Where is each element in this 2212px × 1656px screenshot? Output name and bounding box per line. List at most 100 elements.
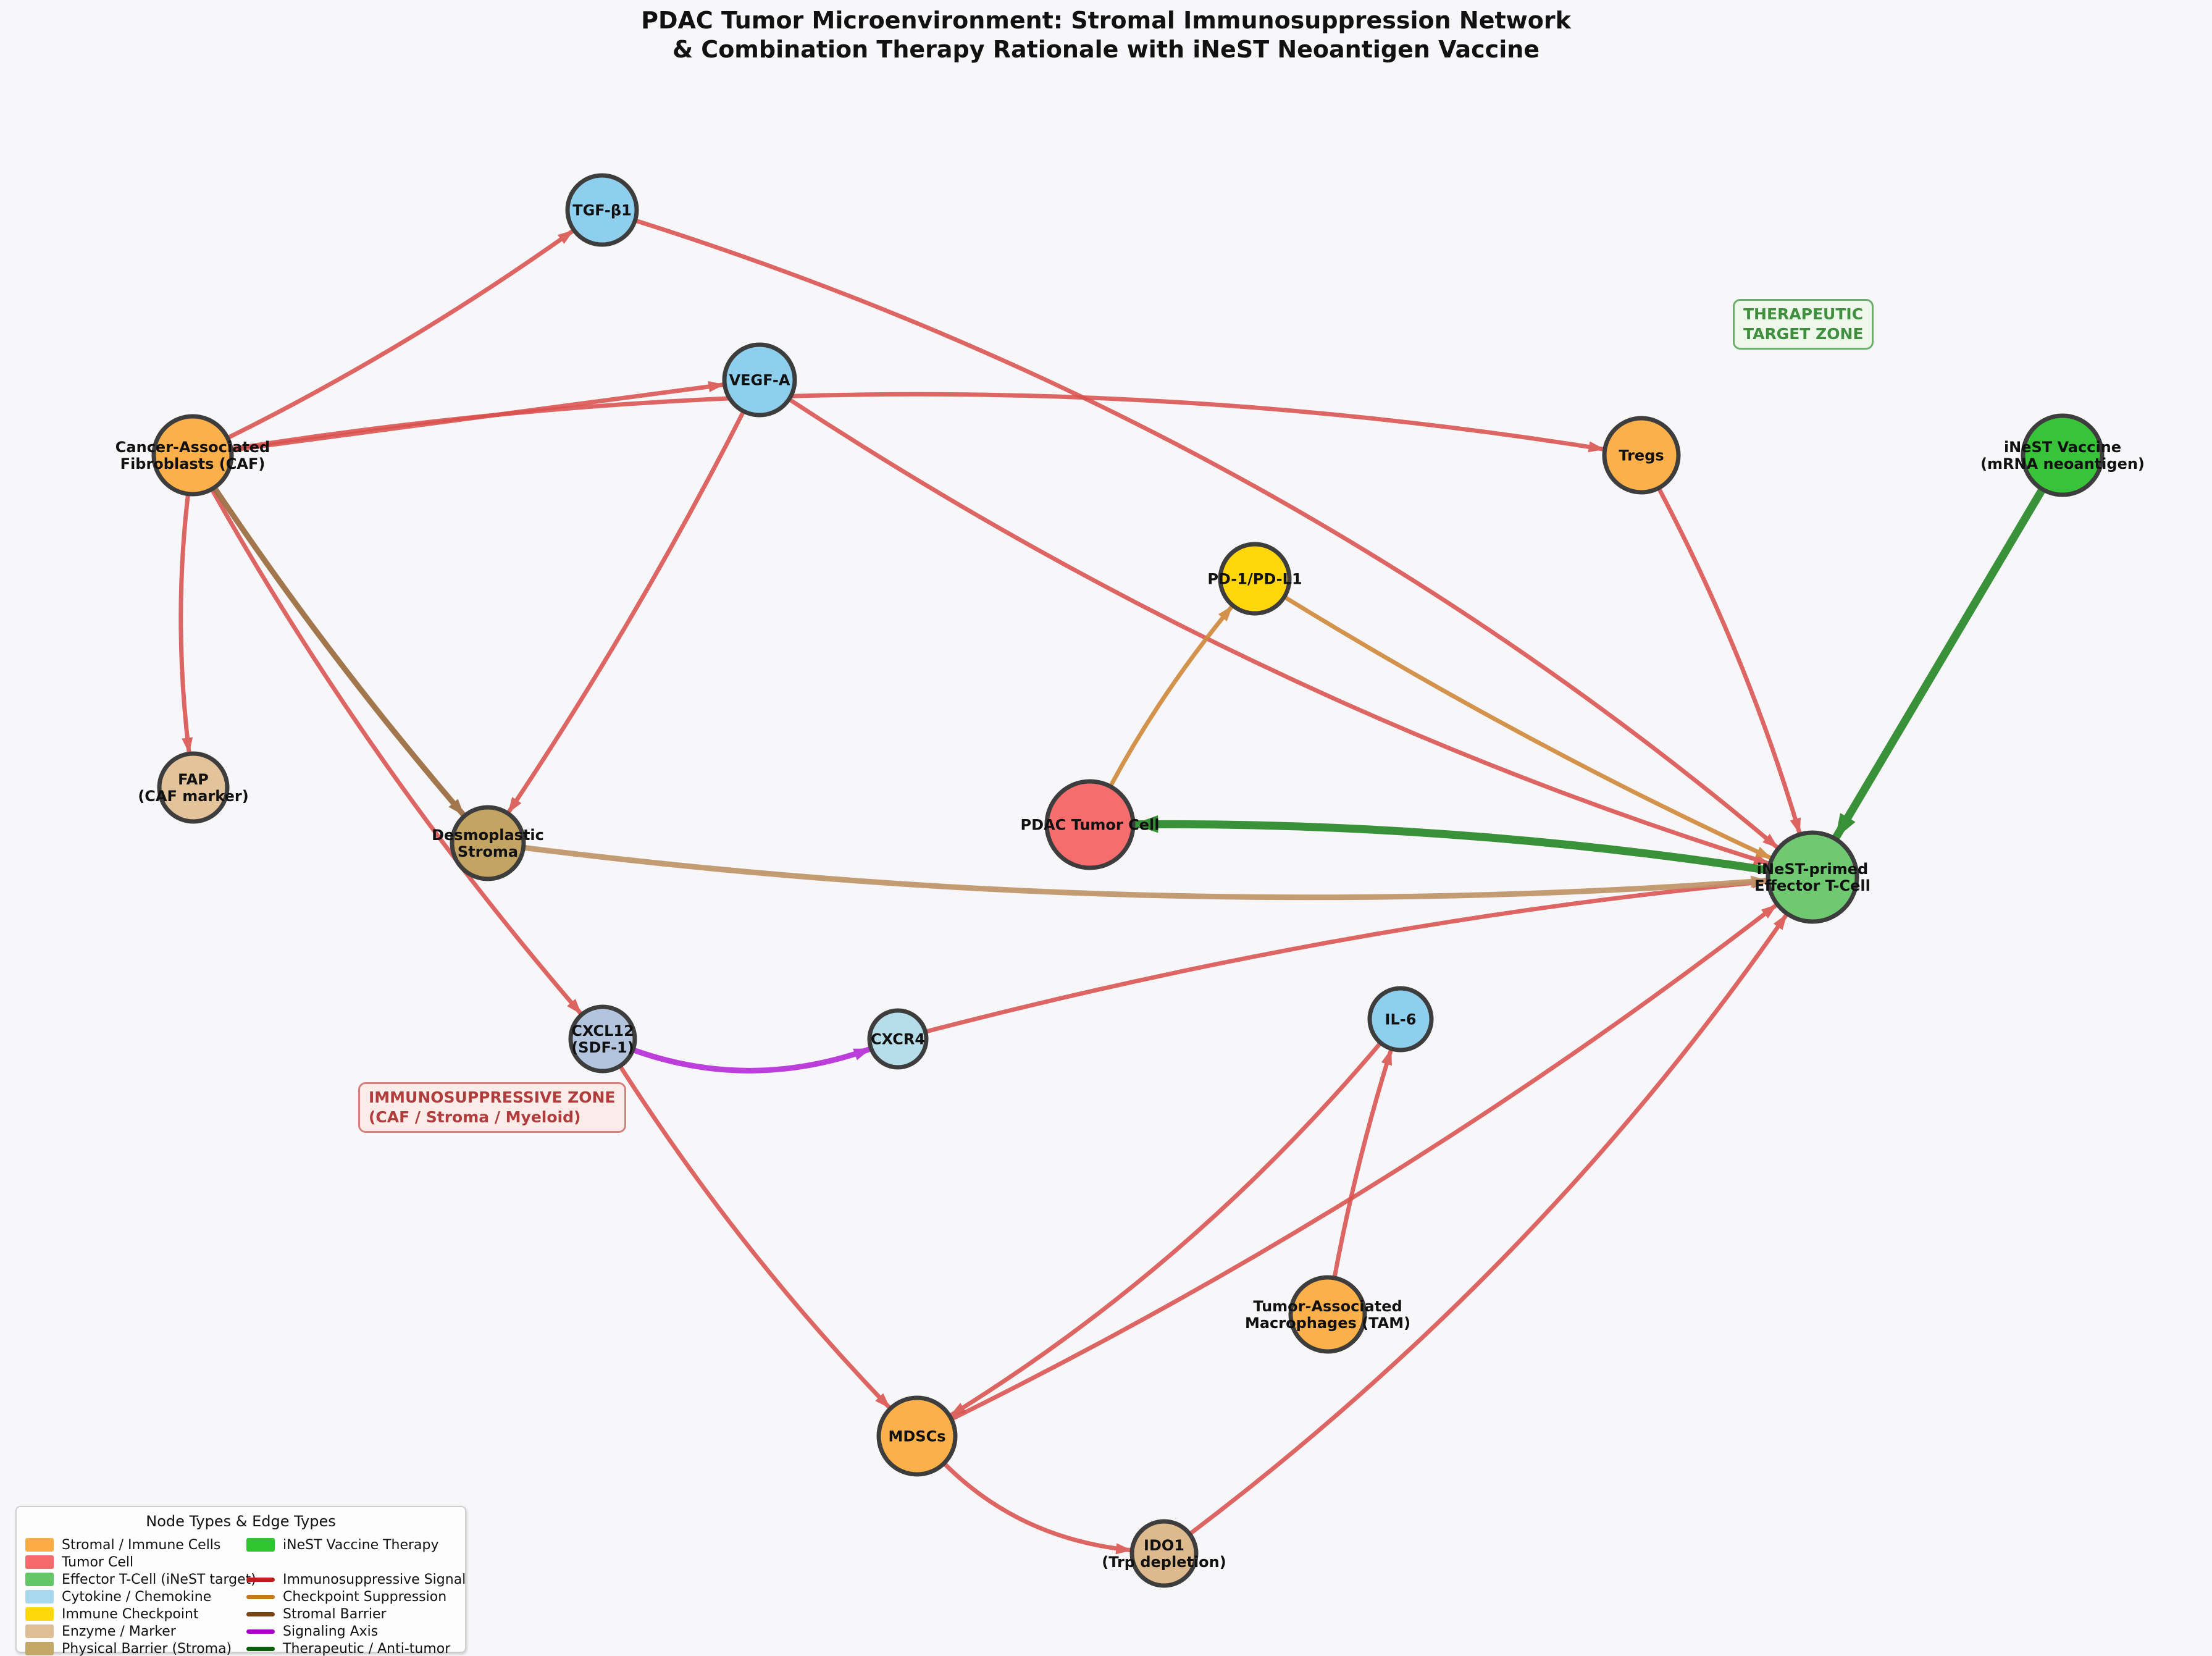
node-label-ido1: IDO1(Trp depletion) bbox=[1102, 1537, 1226, 1571]
legend-item-label: Tumor Cell bbox=[62, 1554, 134, 1570]
node-label-fap: FAP(CAF marker) bbox=[138, 771, 248, 805]
edge-tregs-tcell bbox=[1656, 485, 1803, 837]
arrowhead-icon bbox=[1790, 817, 1801, 834]
node-cxcl12: CXCL12(SDF-1) bbox=[568, 1004, 637, 1074]
legend-item-stromal-immune-cells: Stromal / Immune Cells bbox=[25, 1537, 256, 1553]
node-tgfb1: TGF-β1 bbox=[565, 173, 639, 247]
legend-item-label: Stromal Barrier bbox=[283, 1606, 387, 1622]
zone-immuno-line-2: (CAF / Stroma / Myeloid) bbox=[369, 1108, 581, 1126]
edge-mdsc-tcell bbox=[949, 902, 1780, 1422]
node-pdac: PDAC Tumor Cell bbox=[1021, 779, 1160, 870]
edge-tam-il6 bbox=[1332, 1046, 1394, 1280]
legend-color-swatch-icon bbox=[246, 1555, 275, 1569]
legend-item-label: Effector T-Cell (iNeST target) bbox=[62, 1571, 256, 1587]
edge-cxcl12-mdsc bbox=[618, 1064, 893, 1411]
edge-tcell-pdac bbox=[1129, 815, 1773, 875]
title-line-1: PDAC Tumor Microenvironment: Stromal Imm… bbox=[641, 7, 1571, 34]
arrowhead-icon bbox=[853, 1048, 871, 1061]
node-ido1: IDO1(Trp depletion) bbox=[1102, 1519, 1226, 1588]
legend-item-therapeutic-anti-tumor: Therapeutic / Anti-tumor bbox=[246, 1641, 466, 1656]
node-label-inest: iNeST Vaccine(mRNA neoantigen) bbox=[1980, 439, 2145, 473]
edge-cxcl12-cxcr4 bbox=[630, 1046, 874, 1074]
node-label-vegfa: VEGF-A bbox=[729, 372, 790, 389]
edge-ido1-tcell bbox=[1187, 911, 1790, 1537]
title-line-2: & Combination Therapy Rationale with iNe… bbox=[672, 36, 1540, 63]
arrowhead-icon bbox=[708, 381, 725, 392]
arrowhead-icon bbox=[1761, 904, 1778, 919]
arrowhead-icon bbox=[1762, 833, 1778, 849]
node-label-pdac: PDAC Tumor Cell bbox=[1021, 817, 1160, 834]
arrowhead-icon bbox=[182, 737, 193, 754]
node-inest: iNeST Vaccine(mRNA neoantigen) bbox=[1980, 413, 2145, 497]
arrowhead-icon bbox=[567, 999, 582, 1015]
edge-vegfa-stroma bbox=[505, 409, 746, 816]
legend-color-swatch-icon bbox=[25, 1555, 54, 1569]
node-label-cxcr4: CXCR4 bbox=[871, 1031, 925, 1048]
legend-item-inest-vaccine-therapy: iNeST Vaccine Therapy bbox=[246, 1537, 466, 1553]
arrowhead-icon bbox=[1218, 605, 1233, 621]
arrowhead-icon bbox=[1115, 1543, 1133, 1555]
node-label-tregs: Tregs bbox=[1619, 447, 1664, 464]
edge-pd1-tcell bbox=[1282, 594, 1775, 861]
legend-color-swatch-icon bbox=[246, 1538, 275, 1552]
edge-caf-cxcl12 bbox=[209, 487, 584, 1017]
legend-color-swatch-icon bbox=[25, 1642, 54, 1655]
legend-item-label: iNeST Vaccine Therapy bbox=[283, 1537, 439, 1553]
legend-color-swatch-icon bbox=[25, 1624, 54, 1638]
arrowhead-icon bbox=[1750, 875, 1769, 888]
legend-item-label: Immunosuppressive Signal bbox=[283, 1571, 466, 1587]
legend-item-immune-checkpoint: Immune Checkpoint bbox=[25, 1606, 256, 1622]
edge-caf-tgfb1 bbox=[225, 228, 576, 440]
arrowhead-icon bbox=[508, 797, 522, 813]
legend-item-effector-t-cell-inest-target-: Effector T-Cell (iNeST target) bbox=[25, 1571, 256, 1587]
legend-item-checkpoint-suppression: Checkpoint Suppression bbox=[246, 1589, 466, 1605]
legend-line-swatch-icon bbox=[246, 1594, 275, 1599]
legend-title: Node Types & Edge Types bbox=[146, 1513, 336, 1530]
edge-mdsc-ido1 bbox=[942, 1461, 1134, 1555]
arrowhead-icon bbox=[448, 799, 465, 817]
node-label-pd1: PD-1/PD-L1 bbox=[1207, 571, 1302, 588]
node-label-tgfb1: TGF-β1 bbox=[572, 202, 632, 219]
legend: Node Types & Edge Types Stromal / Immune… bbox=[15, 1506, 466, 1656]
legend-item-label: Therapeutic / Anti-tumor bbox=[283, 1641, 451, 1656]
edge-tgfb1-tcell bbox=[632, 218, 1781, 851]
zone-therapeutic-line-2: TARGET ZONE bbox=[1743, 325, 1864, 343]
edge-cxcr4-tcell bbox=[923, 877, 1770, 1034]
legend-item-cytokine-chemokine: Cytokine / Chemokine bbox=[25, 1589, 256, 1605]
legend-color-swatch-icon bbox=[25, 1573, 54, 1586]
node-label-il6: IL-6 bbox=[1385, 1011, 1417, 1028]
edge-caf-tregs bbox=[228, 392, 1607, 453]
arrowhead-icon bbox=[1755, 846, 1772, 859]
legend-color-swatch-icon bbox=[25, 1590, 54, 1603]
node-pd1: PD-1/PD-L1 bbox=[1207, 542, 1302, 616]
edge-inest-tcell bbox=[1831, 485, 2047, 843]
legend-item-physical-barrier-stroma-: Physical Barrier (Stroma) bbox=[25, 1641, 256, 1656]
legend-item-label: Signaling Axis bbox=[283, 1623, 379, 1639]
node-fap: FAP(CAF marker) bbox=[138, 751, 249, 824]
arrowhead-icon bbox=[1835, 813, 1856, 839]
legend-line-swatch-icon bbox=[246, 1646, 275, 1651]
legend-item-label: Cytokine / Chemokine bbox=[62, 1589, 212, 1605]
legend-line-swatch-icon bbox=[246, 1612, 275, 1616]
arrowhead-icon bbox=[1588, 441, 1605, 453]
legend-color-swatch-icon bbox=[25, 1538, 54, 1552]
node-il6: IL-6 bbox=[1367, 986, 1434, 1053]
legend-color-swatch-icon bbox=[25, 1607, 54, 1621]
legend-item-enzyme-marker: Enzyme / Marker bbox=[25, 1623, 256, 1639]
edge-caf-fap bbox=[178, 492, 193, 756]
legend-item-blank bbox=[246, 1554, 466, 1570]
edge-pdac-pd1 bbox=[1108, 603, 1235, 789]
node-label-mdsc: MDSCs bbox=[889, 1428, 946, 1445]
arrowhead-icon bbox=[1773, 914, 1788, 930]
edge-caf-stroma bbox=[211, 484, 467, 819]
edge-il6-mdsc bbox=[947, 1040, 1383, 1418]
